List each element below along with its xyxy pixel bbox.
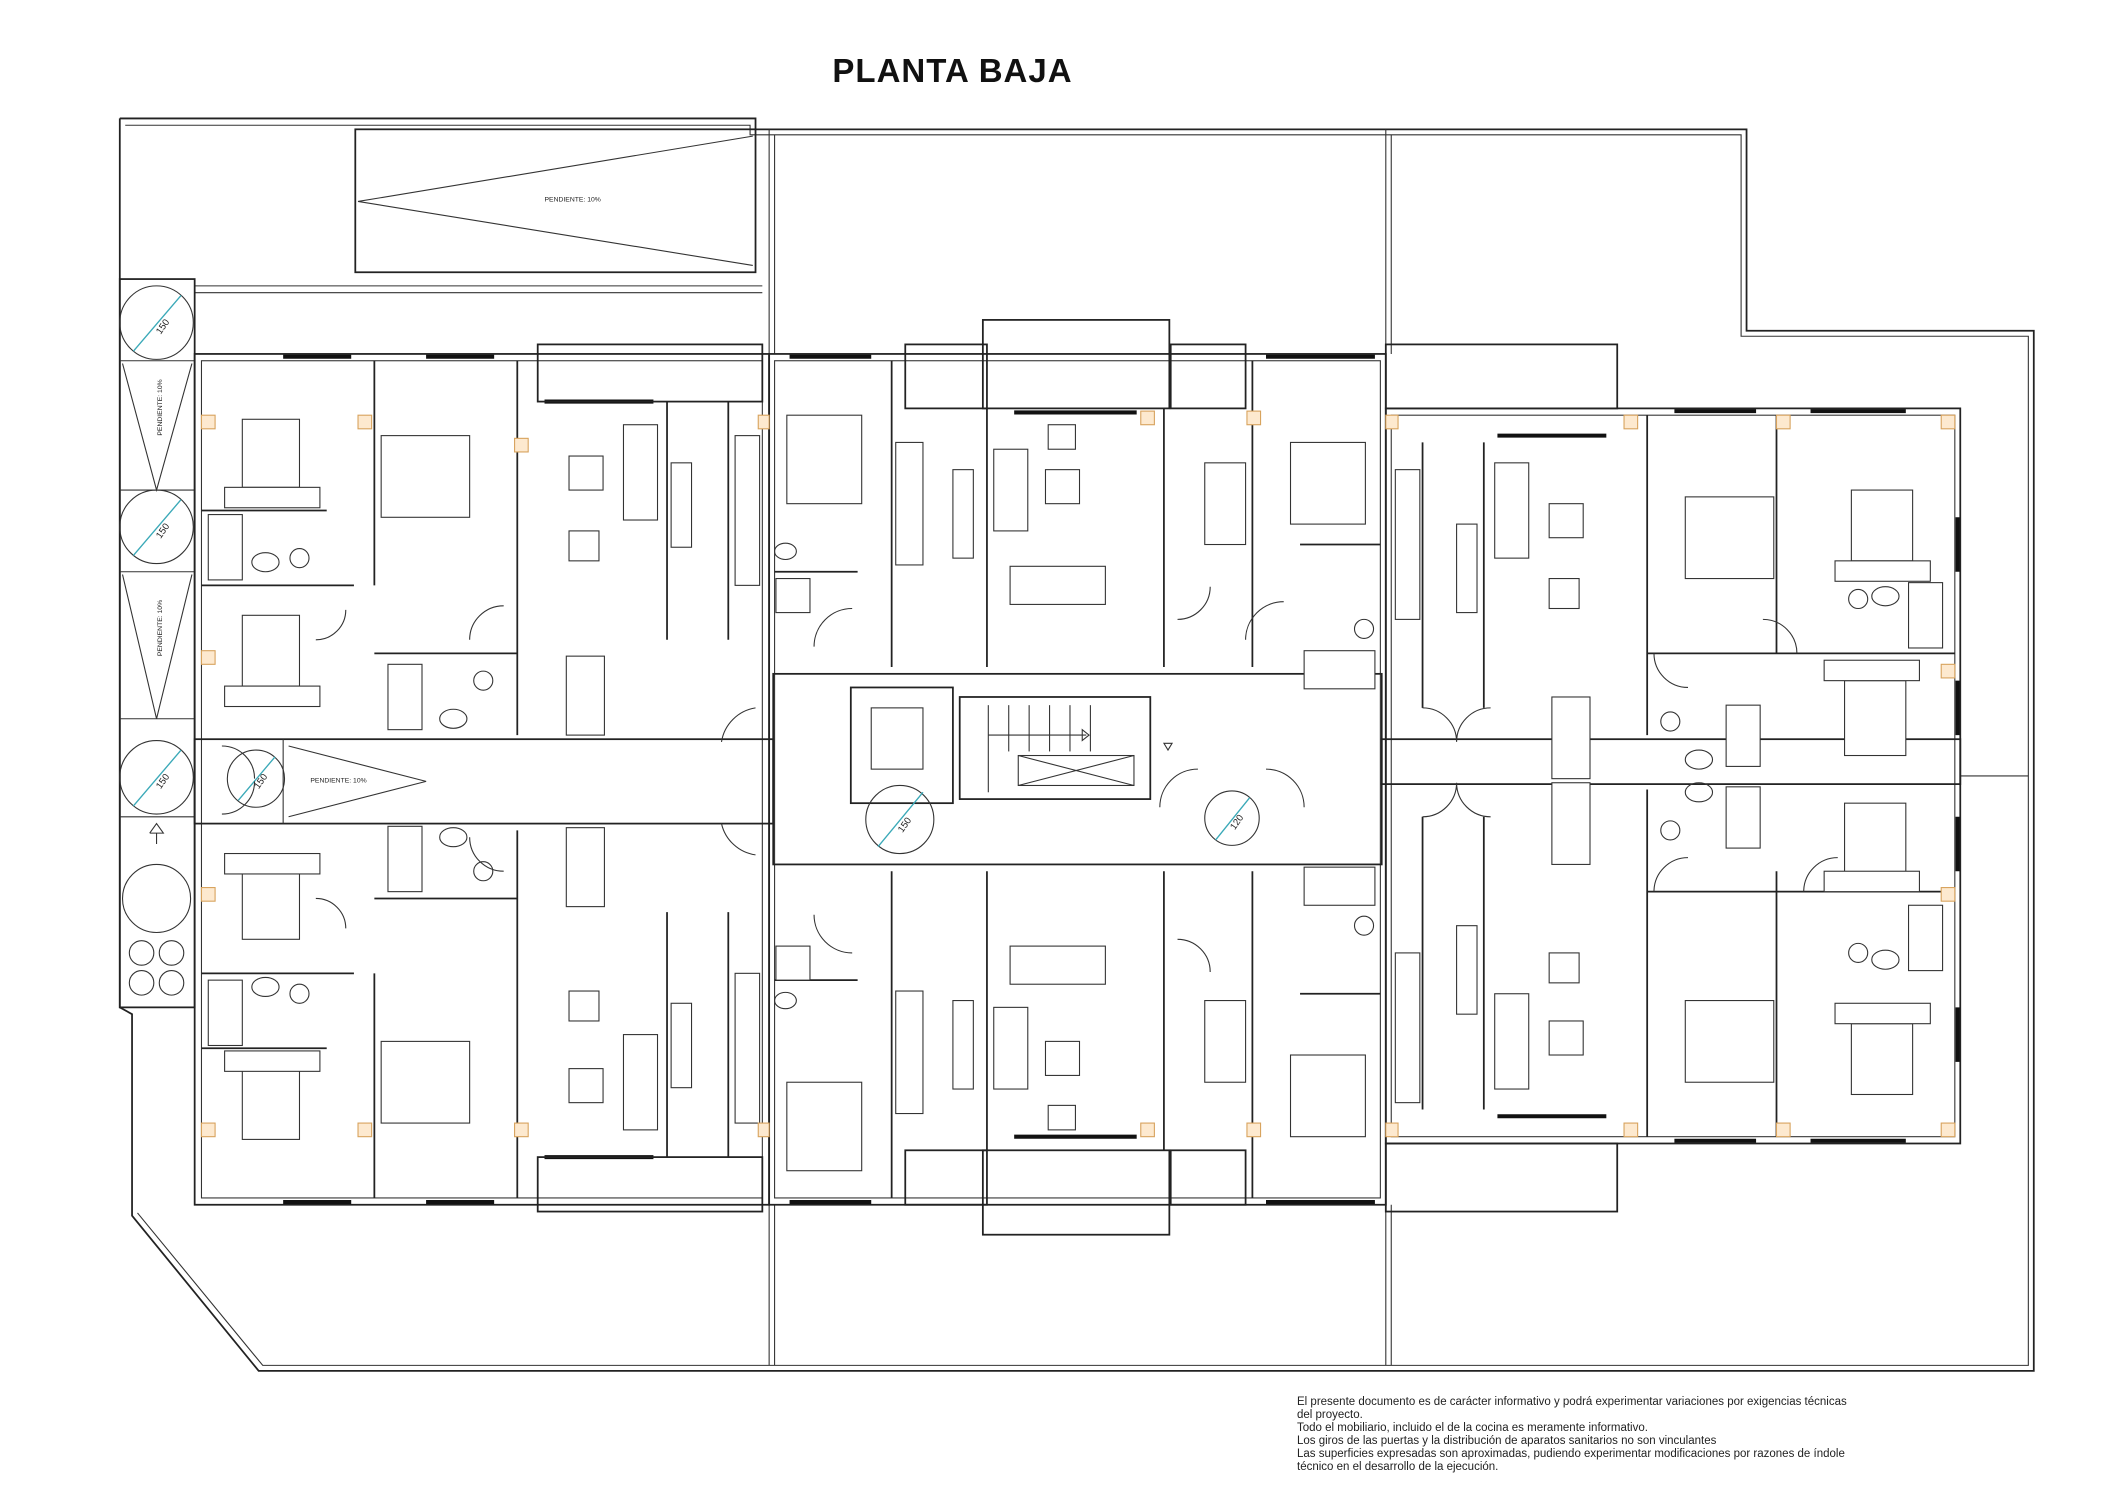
disclaimer-line: Los giros de las puertas y la distribuci… (1297, 1435, 1717, 1447)
corridor-ramp-label: PENDIENTE: 10% (310, 778, 366, 785)
lot-boundary (118, 117, 2035, 1372)
top-ramp-label: PENDIENTE: 10% (545, 196, 601, 203)
left-block: PENDIENTE: 10% 150 (193, 343, 775, 1213)
svg-text:150: 150 (154, 521, 172, 540)
turning-circle: 150 (119, 285, 194, 360)
right-block (1380, 343, 1962, 1213)
disclaimer-line: Todo el mobiliario, incluido el de la co… (1297, 1422, 1648, 1434)
left-upper-ramp-label: PENDIENTE: 10% (157, 379, 164, 435)
disclaimer-line: del proyecto. (1297, 1409, 1363, 1421)
turning-circle: 150 (865, 784, 935, 855)
svg-text:150: 150 (154, 317, 172, 336)
turning-circle: 150 (226, 749, 286, 808)
plan-title: PLANTA BAJA (832, 52, 1073, 89)
svg-text:150: 150 (896, 816, 914, 835)
central-block: 150 120 (720, 319, 1387, 1236)
disclaimer-line: técnico en el desarrollo de la ejecución… (1297, 1461, 1499, 1473)
left-lower-ramp-label: PENDIENTE: 10% (157, 600, 164, 656)
turning-circle: 150 (119, 740, 194, 815)
left-strip: PENDIENTE: 10% PENDIENTE: 10% 150 150 15… (118, 278, 196, 1009)
turning-circle: 150 (119, 489, 194, 565)
svg-text:150: 150 (154, 772, 172, 791)
top-ramp: PENDIENTE: 10% (354, 128, 757, 274)
disclaimer-note: El presente documento es de carácter inf… (1297, 1396, 1937, 1474)
disclaimer-line: Las superficies expresadas son aproximad… (1297, 1448, 1845, 1460)
disclaimer-line: El presente documento es de carácter inf… (1297, 1396, 1847, 1408)
svg-text:120: 120 (1228, 813, 1246, 832)
turning-circle: 120 (1204, 790, 1260, 846)
